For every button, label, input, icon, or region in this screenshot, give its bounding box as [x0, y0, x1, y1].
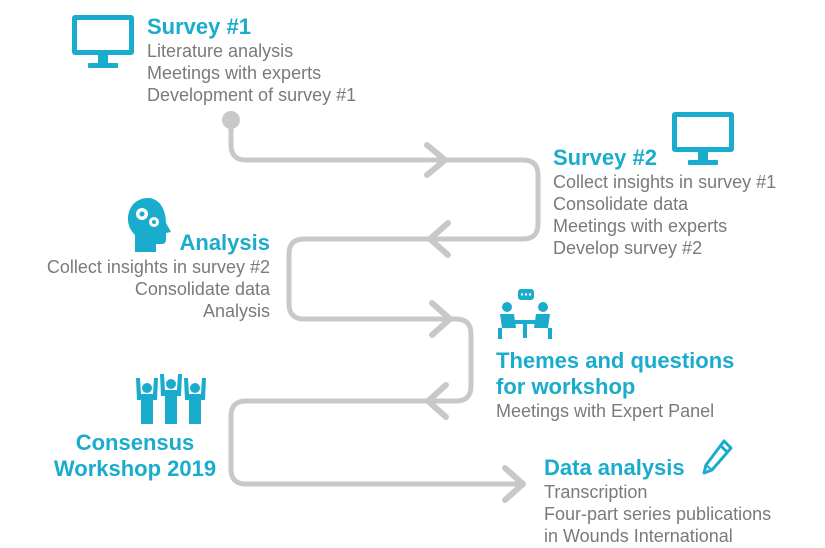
survey2-line: Meetings with experts	[553, 216, 728, 236]
analysis-block: Analysis Collect insights in survey #2 C…	[47, 230, 270, 322]
survey1-line: Meetings with experts	[147, 63, 322, 83]
data-analysis-title: Data analysis	[544, 455, 685, 480]
data-analysis-line: Four-part series publications	[544, 504, 772, 524]
themes-block: Themes and questions for workshop Meetin…	[496, 348, 734, 422]
survey1-title: Survey #1	[147, 14, 251, 39]
arrow-left-2	[425, 382, 449, 420]
survey1-line: Development of survey #1	[147, 85, 357, 105]
survey2-line: Consolidate data	[553, 194, 689, 214]
meeting-icon	[498, 289, 552, 339]
arrow-right-1	[424, 142, 448, 178]
consensus-block: Consensus Workshop 2019	[30, 430, 240, 482]
arrow-right-3	[502, 465, 526, 503]
themes-line: Meetings with Expert Panel	[496, 401, 715, 421]
consensus-title: Workshop 2019	[53, 456, 217, 481]
monitor-icon	[72, 15, 134, 68]
survey1-line: Literature analysis	[147, 41, 294, 61]
arrow-right-2	[429, 300, 453, 338]
pencil-icon	[702, 439, 733, 475]
people-raised-hands-icon	[136, 374, 206, 424]
analysis-line: Consolidate data	[134, 279, 270, 299]
monitor-icon	[672, 112, 734, 165]
data-analysis-line: Transcription	[544, 482, 648, 502]
data-analysis-line: in Wounds International	[544, 526, 733, 546]
arrow-left-1	[427, 220, 451, 258]
analysis-line: Analysis	[202, 301, 270, 321]
start-dot	[222, 111, 240, 129]
analysis-line: Collect insights in survey #2	[46, 257, 270, 277]
consensus-title: Consensus	[75, 430, 195, 455]
themes-title: for workshop	[496, 374, 636, 399]
survey1-block: Survey #1 Literature analysis Meetings w…	[147, 14, 356, 106]
themes-title: Themes and questions	[496, 348, 735, 373]
survey2-line: Develop survey #2	[553, 238, 703, 258]
survey2-line: Collect insights in survey #1	[553, 172, 777, 192]
survey2-title: Survey #2	[553, 145, 657, 170]
survey2-block: Survey #2 Collect insights in survey #1 …	[553, 145, 776, 259]
data-analysis-block: Data analysis Transcription Four-part se…	[544, 455, 771, 547]
head-gears-icon	[128, 198, 171, 252]
analysis-title: Analysis	[179, 230, 271, 255]
